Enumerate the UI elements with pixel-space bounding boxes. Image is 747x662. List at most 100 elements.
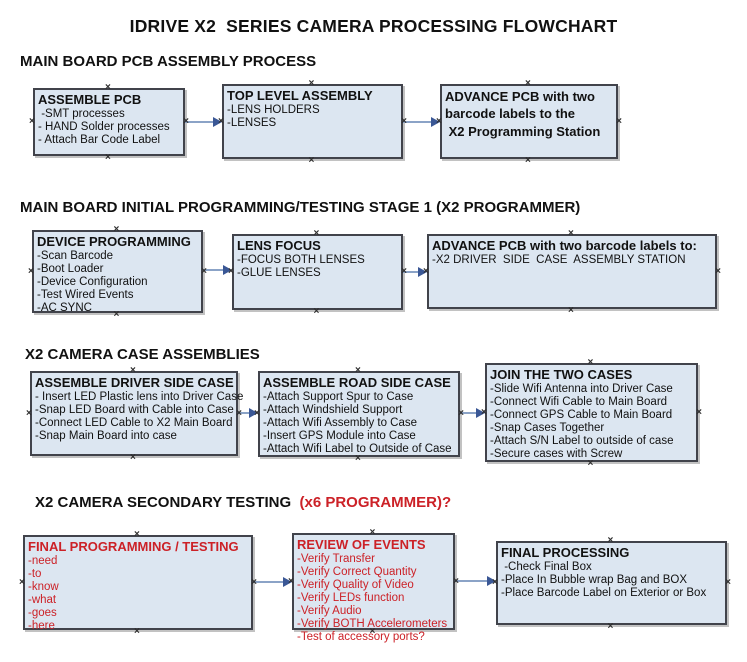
box-join-the-two-cases[interactable]: × × × × JOIN THE TWO CASES -Slide Wifi A… [481, 358, 702, 469]
box-advance-pcb-programming-station[interactable]: × × × × ADVANCE PCB with two barcode lab… [436, 79, 622, 166]
box-item: - Insert LED Plastic lens into Driver Ca… [35, 391, 244, 403]
connection-handle-icon: × [616, 115, 622, 127]
connection-handle-icon: × [113, 224, 120, 235]
box-item: -X2 DRIVER SIDE CASE ASSEMBLY STATION [432, 254, 686, 266]
arrow-line [238, 412, 252, 414]
connection-handle-icon: × [436, 115, 442, 127]
box-item: -SMT processes [38, 108, 125, 120]
arrowhead-icon [476, 408, 485, 418]
box-item: -goes [28, 607, 57, 619]
connection-handle-icon: × [130, 452, 136, 463]
box-item: -Verify LEDs function [297, 592, 405, 604]
arrow-line [455, 580, 490, 582]
connector-arrow[interactable] [460, 408, 485, 418]
connection-handle-icon: × [288, 575, 294, 587]
box-final-programming-testing[interactable]: × × × × FINAL PROGRAMMING / TESTING -nee… [19, 530, 257, 637]
connection-handle-icon: × [369, 626, 376, 637]
connection-handle-icon: × [607, 535, 614, 546]
connection-handle-icon: × [525, 78, 531, 89]
box-assemble-driver-side-case[interactable]: × × × × ASSEMBLE DRIVER SIDE CASE - Inse… [26, 366, 244, 463]
connection-handle-icon: × [113, 309, 120, 320]
connection-handle-icon: × [355, 453, 361, 464]
box-item: -LENS HOLDERS [227, 104, 320, 116]
arrowhead-icon [418, 267, 427, 277]
box-title: FINAL PROCESSING [501, 545, 630, 560]
arrow-line [403, 271, 421, 273]
connector-arrow[interactable] [455, 576, 496, 586]
section-heading-red-part: (x6 PROGRAMMER)? [295, 494, 452, 511]
box-title: DEVICE PROGRAMMING [37, 234, 191, 249]
connection-handle-icon: × [26, 407, 32, 419]
connection-handle-icon: × [134, 529, 140, 540]
box-item: -Test Wired Events [37, 289, 134, 301]
connection-handle-icon: × [201, 265, 207, 277]
connector-arrow[interactable] [185, 117, 222, 127]
connection-handle-icon: × [715, 265, 721, 277]
box-item: barcode labels to the [445, 106, 576, 121]
box-device-programming[interactable]: × × × × DEVICE PROGRAMMING -Scan Barcode… [28, 225, 207, 320]
connection-handle-icon: × [458, 408, 464, 419]
connection-handle-icon: × [313, 306, 320, 317]
connection-handle-icon: × [369, 527, 376, 538]
connection-handle-icon: × [525, 155, 531, 166]
box-title: ASSEMBLE DRIVER SIDE CASE [35, 375, 234, 390]
connection-handle-icon: × [587, 357, 594, 368]
section-heading-case-assemblies: X2 CAMERA CASE ASSEMBLIES [25, 346, 260, 363]
connector-arrow[interactable] [203, 265, 232, 275]
box-item: -Connect GPS Cable to Main Board [490, 409, 673, 421]
box-item: -Verify Transfer [297, 553, 375, 565]
connector-arrow[interactable] [403, 117, 440, 127]
box-title: JOIN THE TWO CASES [490, 367, 633, 382]
connection-handle-icon: × [725, 577, 731, 588]
box-assemble-road-side-case[interactable]: × × × × ASSEMBLE ROAD SIDE CASE -Attach … [254, 366, 464, 464]
box-advance-pcb-driver-side[interactable]: × × × × ADVANCE PCB with two barcode lab… [423, 229, 721, 316]
connection-handle-icon: × [453, 575, 459, 587]
box-item: -Insert GPS Module into Case [263, 430, 416, 442]
connector-arrow[interactable] [253, 577, 292, 587]
connection-handle-icon: × [105, 82, 111, 93]
arrowhead-icon [487, 576, 496, 586]
connection-handle-icon: × [423, 265, 429, 277]
box-item: -Place Barcode Label on Exterior or Box [501, 587, 707, 599]
box-item: -what [28, 594, 57, 606]
box-item: -FOCUS BOTH LENSES [237, 254, 365, 266]
connection-handle-icon: × [568, 305, 574, 316]
connection-handle-icon: × [130, 365, 136, 376]
box-item: -Boot Loader [37, 263, 104, 275]
connection-handle-icon: × [696, 406, 702, 418]
connection-handle-icon: × [228, 266, 234, 277]
box-item: -need [28, 555, 58, 567]
connection-handle-icon: × [401, 266, 407, 277]
connector-arrow[interactable] [238, 408, 258, 418]
box-item: -Verify BOTH Accelerometers [297, 618, 448, 630]
box-item: -Snap Cases Together [490, 422, 605, 434]
box-assemble-pcb[interactable]: × × × × ASSEMBLE PCB -SMT processes - HA… [29, 83, 189, 163]
box-item: -here [28, 620, 55, 632]
box-item: -Test of accessory ports? [297, 631, 425, 643]
connection-handle-icon: × [313, 228, 320, 239]
connection-handle-icon: × [105, 152, 111, 163]
box-item: X2 Programming Station [445, 124, 601, 139]
box-item: -Snap Main Board into case [35, 430, 177, 442]
box-item: -LENSES [227, 117, 277, 129]
box-item: -Attach Wifi Assembly to Case [263, 417, 418, 429]
box-item: -Check Final Box [501, 561, 592, 573]
connection-handle-icon: × [134, 626, 140, 637]
box-lens-focus[interactable]: × × × × LENS FOCUS -FOCUS BOTH LENSES -G… [228, 229, 407, 317]
arrow-line [253, 581, 286, 583]
box-item: -know [28, 581, 59, 593]
connection-handle-icon: × [251, 576, 257, 588]
connection-handle-icon: × [607, 621, 614, 632]
section-heading-initial-programming: MAIN BOARD INITIAL PROGRAMMING/TESTING S… [20, 199, 581, 216]
box-review-of-events[interactable]: × × × × REVIEW OF EVENTS -Verify Transfe… [288, 528, 459, 644]
connector-arrow[interactable] [403, 267, 427, 277]
box-title: ADVANCE PCB with two [445, 89, 595, 104]
box-title: FINAL PROGRAMMING / TESTING [28, 539, 239, 554]
box-item: -Place In Bubble wrap Bag and BOX [501, 574, 688, 586]
flowchart-title: IDRIVE X2 SERIES CAMERA PROCESSING FLOWC… [129, 16, 618, 36]
arrow-line [460, 412, 479, 414]
box-item: -Attach Windshield Support [263, 404, 403, 416]
connection-handle-icon: × [587, 458, 594, 469]
box-top-level-assembly[interactable]: × × × × TOP LEVEL ASSEMBLY -LENS HOLDERS… [218, 79, 407, 166]
box-final-processing[interactable]: × × × × FINAL PROCESSING -Check Final Bo… [492, 536, 731, 632]
